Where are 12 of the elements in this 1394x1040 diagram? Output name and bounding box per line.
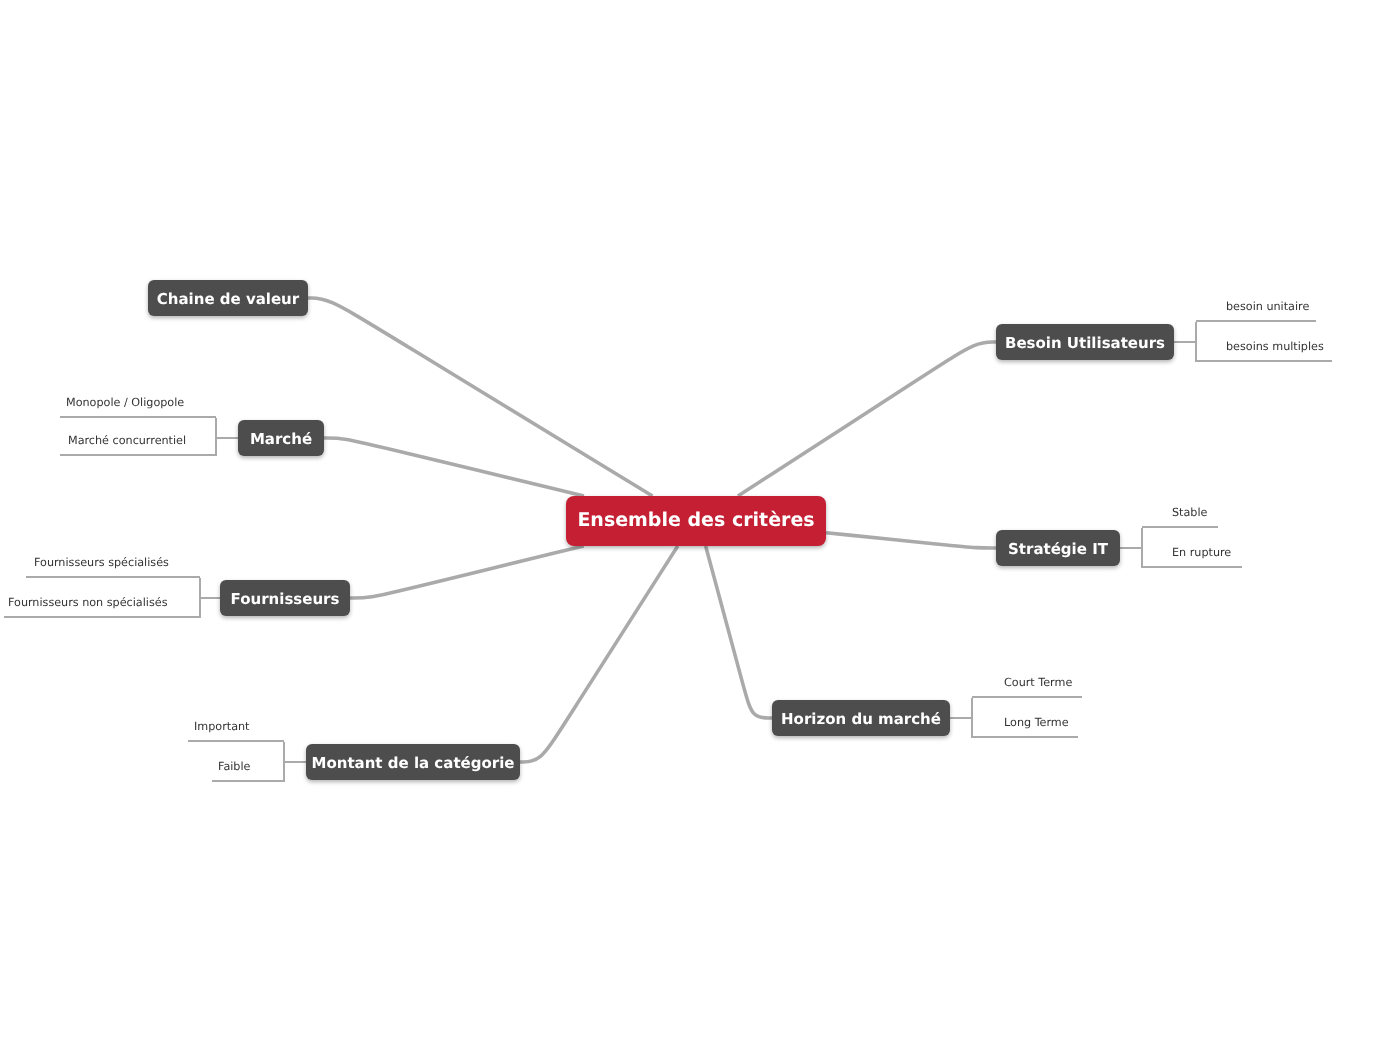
- connector-line: [1119, 547, 1143, 569]
- connector-line: [199, 597, 221, 619]
- connector-line: [308, 296, 654, 498]
- connector-line: [825, 530, 996, 550]
- connector-line: [324, 436, 585, 498]
- central-topic: Ensemble des critères: [566, 496, 826, 546]
- connector-line: [520, 545, 680, 764]
- connector-line: [283, 761, 307, 783]
- connector-line: [949, 717, 973, 739]
- connector-line: [736, 340, 996, 498]
- connector-line: [1173, 341, 1197, 363]
- connector-line: [350, 544, 585, 600]
